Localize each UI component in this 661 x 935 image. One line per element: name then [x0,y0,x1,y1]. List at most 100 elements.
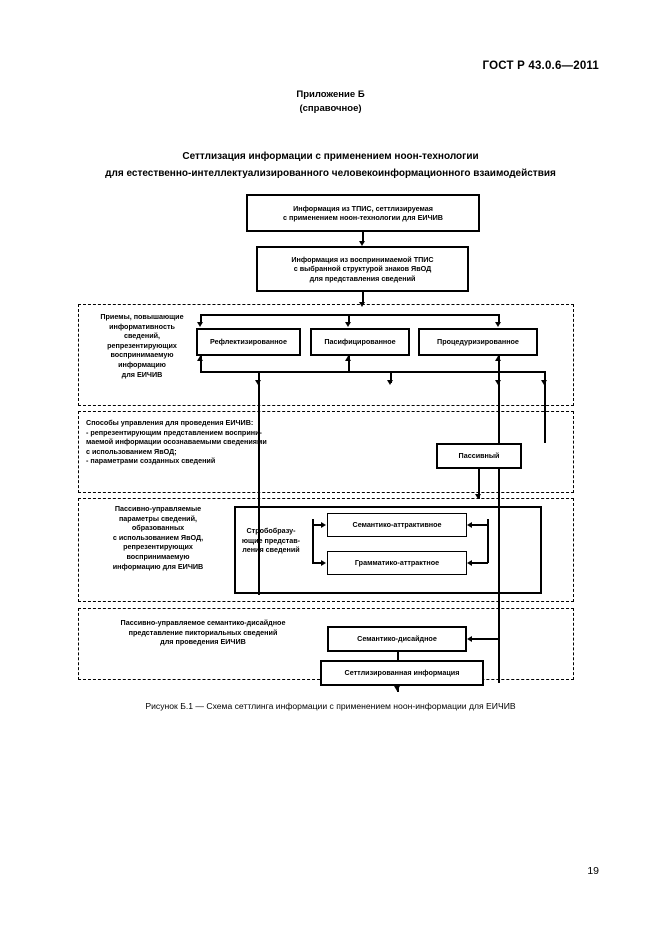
bus-lower-extension [498,371,546,373]
arrowhead-top2-group1 [359,302,365,307]
strobe-l1: Стробобразу- [246,526,296,535]
group-pictorial-presentation-label: Пассивно-управляемое семантико-дисайдное… [84,618,322,647]
box-pacified: Пасифицированное [310,328,410,356]
g3-l2: параметры сведений, [118,513,198,523]
g1-l3: сведений, [123,331,161,341]
arrowhead-bus-procedural [495,322,501,327]
group-reception-methods [78,304,574,406]
arrowhead-bus-down-c [495,380,501,385]
box-settled-information: Сеттлизированная информация [320,660,484,686]
appendix-heading: Приложение Б (справочное) [0,88,661,116]
page-title: Сеттлизация информации с применением ноо… [40,148,621,182]
bus-lower-distribution [200,371,498,373]
bus-top-distribution [200,314,500,316]
g3-l3: образованных [131,523,185,533]
arrowhead-bus-pacified [345,322,351,327]
page-number: 19 [587,865,599,877]
feed-grammatic-attractive [312,562,323,564]
connector-top1-top2 [362,232,364,243]
g4-l1: Пассивно-управляемое семантико-дисайдное [120,618,286,627]
group-passive-parameters-label: Пассивно-управляемые параметры сведений,… [84,504,232,571]
out-grammatic-attractive [470,562,488,564]
box-perceived-information-line-3: для представления сведений [309,273,416,283]
page-title-line-1: Сеттлизация информации с применением ноо… [182,151,479,162]
arrowhead-riser-procedural [495,356,501,361]
g2-l3: маемой информации осознаваемыми сведения… [86,437,267,447]
box-passive: Пассивный [436,443,522,469]
arrowhead-grammatic-attractive [321,560,326,566]
g1-l2: информативность [109,321,175,331]
g1-l1: Приемы, повышающие [100,312,184,321]
bus-drop-procedural [498,314,500,324]
group-control-methods-label: Способы управления для проведения ЕИЧИВ:… [86,418,316,466]
container-strobe-attractives [234,506,542,594]
riser-reflective [200,356,202,372]
arrowhead-bus-reflective [197,322,203,327]
g2-l4: с использованием ЯвОД; [86,446,177,456]
riser-pacified [348,356,350,372]
bus-down-c [498,371,500,383]
strobe-l3: ления сведений [242,545,300,555]
group-control-methods [78,411,574,493]
standard-number: ГОСТ Р 43.0.6—2011 [482,60,599,72]
figure-b1-diagram: Информация из ТПИС, сеттлизируемая с при… [0,186,661,706]
arrowhead-semantic-attractive [321,522,326,528]
box-semantic-attractive: Семантико-аттрактивное [327,513,467,537]
box-semantic-design: Семантико-дисайдное [327,626,467,652]
arrowhead-bus-down-a [255,380,261,385]
box-perceived-information-line-1: Информация из воспринимаемой ТПИС [291,254,434,264]
box-perceived-information: Информация из воспринимаемой ТПИС с выбр… [256,246,469,292]
group-passive-parameters [78,498,574,602]
bus-drop-reflective [200,314,202,324]
arrowhead-semantic-design [467,636,472,642]
out-semantic-attractive [470,524,488,526]
arrowhead-passive-down [475,494,481,499]
g2-l2: - репрезентирующим представлением воспри… [86,427,262,437]
appendix-kind: (справочное) [299,103,362,114]
g1-l7: для ЕИЧИВ [121,369,163,379]
g3-l4: с использованием ЯвОД, [112,532,204,542]
g4-l2: представление пикториальных сведений [128,627,278,637]
box-source-information-line-1: Информация из ТПИС, сеттлизируемая [293,203,433,213]
trunk-left [258,383,260,595]
box-grammatic-attractive: Грамматико-аттрактное [327,551,467,575]
arrowhead-out-semantic [467,522,472,528]
g1-l6: информацию [118,359,166,369]
strobe-l2: ющие представ- [241,535,301,545]
riser-procedural [498,356,500,372]
box-strobe-forming-label: Стробобразу- ющие представ- ления сведен… [240,526,302,555]
box-source-information-line-2: с применением ноон-технологии для ЕИЧИВ [283,213,443,222]
g3-l6: воспринимаемую [126,551,190,561]
arrowhead-riser-reflective [197,356,203,361]
feed-semantic-design [470,638,498,640]
bus-down-b [390,371,392,383]
appendix-label: Приложение Б [296,89,365,100]
g4-l3: для проведения ЕИЧИВ [160,637,246,647]
arrowhead-top1-top2 [359,241,365,246]
g1-l5: воспринимаемую [110,350,174,360]
g1-l4: репрезентирующих [107,340,177,350]
g3-l7: информацию для ЕИЧИВ [112,561,204,571]
trunk-far-right [544,383,546,443]
connector-passive-down [478,469,480,499]
bus-down-d [544,371,546,383]
g2-l5: - параметрами созданных сведений [86,456,216,466]
box-proceduralized: Процедуризированное [418,328,538,356]
rail-strobe-left [312,519,314,563]
arrowhead-riser-pacified [345,356,351,361]
figure-caption: Рисунок Б.1 — Схема сеттлинга информации… [145,701,516,711]
box-perceived-information-line-2: с выбранной структурой знаков ЯвОД [293,264,432,274]
box-reflectivized: Рефлектизированное [196,328,301,356]
arrowhead-design-result [394,686,400,691]
page-title-line-2: для естественно-интеллектуализированного… [105,168,556,179]
g3-l1: Пассивно-управляемые [114,504,202,513]
box-source-information: Информация из ТПИС, сеттлизируемая с при… [246,194,480,232]
group-reception-methods-label: Приемы, повышающие информативность сведе… [86,312,198,379]
g3-l5: репрезентирующих [123,542,193,552]
bus-down-a [258,371,260,383]
connector-top2-group1 [362,292,364,305]
rail-attractive-right [487,519,489,563]
g2-l1: Способы управления для проведения ЕИЧИВ: [86,418,254,427]
arrowhead-bus-down-b [387,380,393,385]
